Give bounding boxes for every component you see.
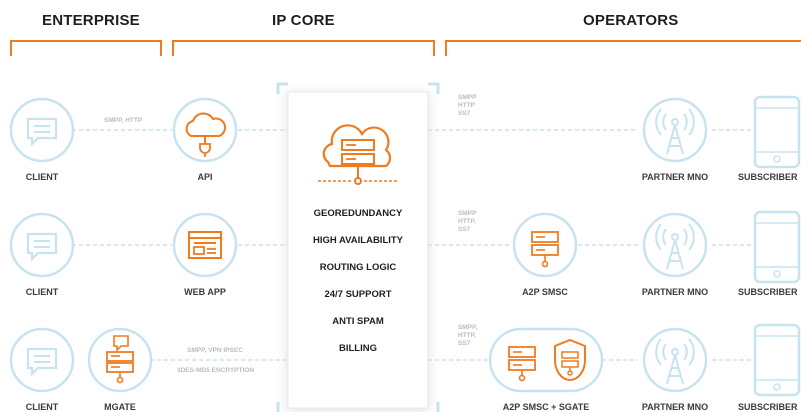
a2p-smsc-label: A2P SMSC: [522, 287, 568, 297]
feature-billing: BILLING: [339, 343, 377, 354]
partner-mno-label: PARTNER MNO: [641, 172, 709, 182]
phone-icon: [753, 95, 801, 169]
operators-title: OPERATORS: [583, 12, 679, 29]
a2p-smsc-sgate-icon: [488, 327, 604, 393]
web-app-label: WEB APP: [184, 287, 226, 297]
ip-core-bracket: [172, 40, 435, 56]
phone-icon: [753, 323, 801, 397]
client-icon: [9, 212, 75, 278]
enterprise-title: ENTERPRISE: [42, 12, 140, 29]
cloud-api-icon: [172, 97, 238, 163]
cloud-server-icon: [318, 124, 398, 185]
feature-high-availability: HIGH AVAILABILITY: [312, 235, 404, 246]
tower-icon: [642, 212, 708, 278]
tower-icon: [642, 97, 708, 163]
core-box: [276, 82, 440, 412]
mgate-label: MGATE: [104, 402, 136, 412]
client-icon: [9, 97, 75, 163]
protocol-label: SMPP,HTTP,SS7: [458, 324, 478, 347]
ip-core-title: IP CORE: [272, 12, 335, 29]
feature-routing-logic: ROUTING LOGIC: [319, 262, 397, 273]
tower-icon: [642, 327, 708, 393]
phone-icon: [753, 210, 801, 284]
client-icon: [9, 327, 75, 393]
protocol-label: SMPP, VPN IPSEC: [187, 347, 243, 354]
client-label: CLIENT: [25, 172, 59, 182]
connectors: [72, 129, 752, 361]
feature-anti-spam: ANTI SPAM: [332, 316, 384, 327]
shield-icon: [554, 338, 586, 382]
client-label: CLIENT: [25, 287, 59, 297]
subscriber-label: SUBSCRIBER: [738, 172, 798, 182]
core-corner-marks: [276, 82, 440, 412]
a2p-smsc-icon: [512, 212, 578, 278]
operators-bracket: [445, 40, 801, 56]
client-label: CLIENT: [25, 402, 59, 412]
subscriber-label: SUBSCRIBER: [738, 287, 798, 297]
subscriber-label: SUBSCRIBER: [738, 402, 798, 412]
feature-georedundancy: GEOREDUNDANCY: [313, 208, 403, 219]
web-app-icon: [172, 212, 238, 278]
partner-mno-label: PARTNER MNO: [641, 287, 709, 297]
protocol-label: SMPP, HTTP: [104, 117, 143, 124]
section-brackets: [10, 40, 801, 56]
partner-mno-label: PARTNER MNO: [641, 402, 709, 412]
feature-support: 24/7 SUPPORT: [324, 289, 392, 300]
a2p-smsc-sgate-label: A2P SMSC + SGATE: [502, 402, 590, 412]
enterprise-bracket: [10, 40, 162, 56]
mgate-icon: [87, 327, 153, 393]
protocol-label: 3DES-MD5 ENCRYPTION: [177, 367, 255, 374]
api-label: API: [197, 172, 213, 182]
